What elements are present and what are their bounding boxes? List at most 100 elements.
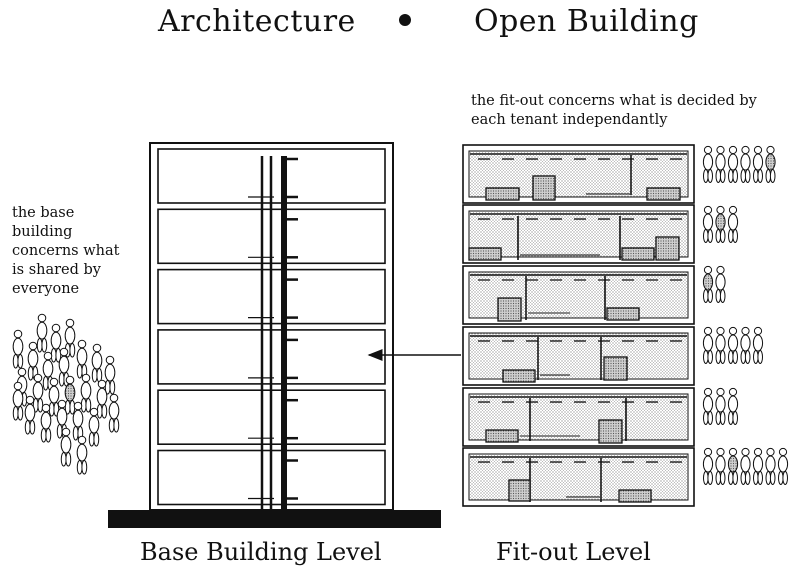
- person-body: [91, 351, 103, 370]
- person-figure: [752, 326, 764, 364]
- person-leg: [24, 419, 31, 435]
- person-body: [27, 349, 39, 368]
- person-leg: [707, 289, 714, 303]
- person-body: [24, 403, 36, 422]
- person-figure: [727, 447, 739, 485]
- person-head: [49, 377, 59, 387]
- person-head: [703, 205, 713, 215]
- person-body: [752, 334, 764, 352]
- person-figure: [40, 403, 52, 443]
- person-head: [716, 447, 725, 457]
- title-open-building: Open Building: [474, 4, 699, 39]
- person-leg: [91, 367, 98, 383]
- person-leg: [719, 411, 726, 425]
- person-head: [753, 145, 763, 155]
- person-figure: [702, 205, 714, 243]
- person-body: [702, 153, 714, 171]
- building-frame: [149, 142, 394, 511]
- person-leg: [719, 350, 726, 364]
- ground-slab: [108, 510, 441, 528]
- person-body: [752, 455, 764, 473]
- person-body: [42, 359, 54, 378]
- person-body: [702, 273, 714, 291]
- person-leg: [757, 169, 764, 183]
- person-figure: [64, 375, 76, 415]
- tenant-space: [468, 453, 689, 501]
- person-figure: [752, 145, 764, 183]
- person-head: [25, 395, 35, 405]
- person-body: [108, 401, 120, 420]
- person-figure: [50, 323, 62, 363]
- person-body: [715, 273, 726, 291]
- person-head: [41, 403, 51, 413]
- tenant-space: [468, 332, 689, 380]
- person-leg: [37, 397, 44, 413]
- person-leg: [757, 471, 764, 485]
- person-leg: [17, 405, 24, 421]
- person-body: [702, 455, 714, 473]
- person-leg: [732, 411, 739, 425]
- base-note-line: building: [12, 224, 73, 240]
- person-body: [740, 334, 751, 352]
- person-figure: [76, 339, 88, 379]
- person-figure: [727, 145, 739, 183]
- fit-out-element: [508, 479, 531, 502]
- base-note-line: concerns what: [12, 243, 120, 259]
- person-figure: [715, 326, 726, 364]
- person-head: [81, 373, 91, 383]
- fit-out-element: [655, 236, 680, 261]
- person-head: [89, 407, 99, 417]
- person-leg: [12, 353, 19, 369]
- person-body: [36, 321, 48, 340]
- person-figure: [765, 145, 776, 183]
- person-body: [727, 334, 739, 352]
- person-leg: [88, 431, 95, 447]
- person-head: [57, 399, 67, 409]
- fit-out-element: [468, 247, 502, 261]
- person-body: [50, 331, 62, 350]
- person-figure: [727, 387, 739, 425]
- person-leg: [719, 169, 726, 183]
- person-head: [716, 145, 725, 155]
- fit-out-floor: [462, 326, 695, 386]
- person-figure: [91, 343, 103, 383]
- person-head: [37, 313, 47, 323]
- person-leg: [719, 471, 726, 485]
- person-leg: [744, 471, 751, 485]
- person-figure: [72, 401, 84, 441]
- person-head: [43, 351, 53, 361]
- person-head: [17, 367, 27, 377]
- person-body: [715, 455, 726, 473]
- person-body: [40, 411, 52, 430]
- person-body: [72, 409, 84, 428]
- person-leg: [757, 350, 764, 364]
- person-leg: [719, 229, 726, 243]
- person-head: [753, 447, 763, 457]
- person-head: [77, 435, 87, 445]
- person-figure: [740, 326, 751, 364]
- person-figure: [58, 347, 70, 387]
- person-head: [703, 387, 713, 397]
- person-leg: [55, 347, 62, 363]
- person-leg: [707, 229, 714, 243]
- person-figure: [740, 447, 751, 485]
- person-figure: [12, 381, 24, 421]
- base-note-line: everyone: [12, 281, 80, 297]
- person-figure: [702, 447, 714, 485]
- person-head: [59, 347, 69, 357]
- person-head: [728, 205, 738, 215]
- person-head: [766, 447, 775, 457]
- person-figure: [702, 326, 714, 364]
- fit-out-element: [532, 175, 556, 201]
- person-body: [56, 407, 68, 426]
- person-head: [716, 205, 725, 215]
- person-body: [60, 435, 72, 454]
- person-head: [778, 447, 788, 457]
- person-leg: [12, 405, 19, 421]
- person-leg: [58, 371, 65, 387]
- person-leg: [72, 425, 79, 441]
- base-building: [108, 142, 441, 528]
- person-figure: [740, 145, 751, 183]
- person-body: [715, 395, 726, 413]
- person-figure: [88, 407, 100, 447]
